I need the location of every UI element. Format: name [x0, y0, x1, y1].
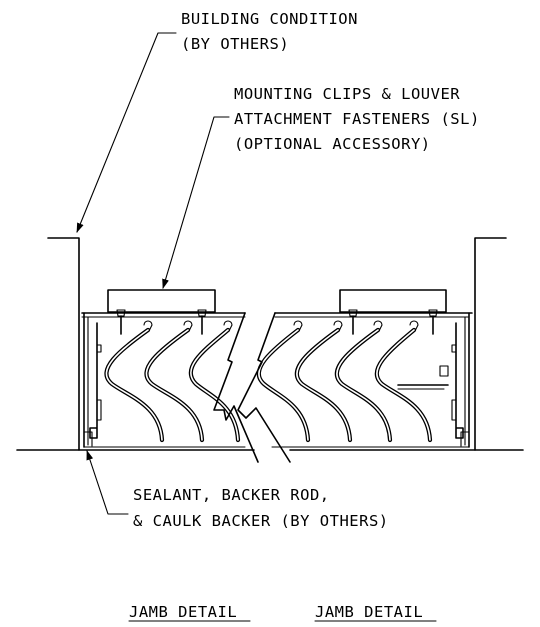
building-condition-callout: BUILDING CONDITION (BY OTHERS): [76, 10, 358, 233]
mounting-clips-leader: [162, 116, 230, 289]
jamb-detail-title-left: JAMB DETAIL: [129, 603, 237, 621]
mounting-clips-callout: MOUNTING CLIPS & LOUVER ATTACHMENT FASTE…: [162, 85, 480, 289]
building-wall: [16, 237, 524, 451]
louver-right: [237, 289, 473, 463]
louver-left: [81, 289, 259, 463]
sealant-leader: [86, 450, 129, 515]
building-condition-line-2: (BY OTHERS): [181, 35, 289, 53]
building-condition-line-1: BUILDING CONDITION: [181, 10, 358, 28]
mounting-clips-line-3: (OPTIONAL ACCESSORY): [234, 135, 431, 153]
mounting-clip-right: [339, 289, 447, 313]
mounting-clips-line-1: MOUNTING CLIPS & LOUVER: [234, 85, 460, 103]
sealant-line-1: SEALANT, BACKER ROD,: [133, 486, 330, 504]
mounting-clips-line-2: ATTACHMENT FASTENERS (SL): [234, 110, 480, 128]
sealant-callout: SEALANT, BACKER ROD, & CAULK BACKER (BY …: [86, 450, 389, 530]
building-condition-leader: [76, 32, 177, 233]
detail-titles: JAMB DETAIL JAMB DETAIL: [128, 603, 437, 622]
mounting-clip-left: [107, 289, 216, 313]
sealant-line-2: & CAULK BACKER (BY OTHERS): [133, 512, 389, 530]
jamb-detail-title-right: JAMB DETAIL: [315, 603, 423, 621]
